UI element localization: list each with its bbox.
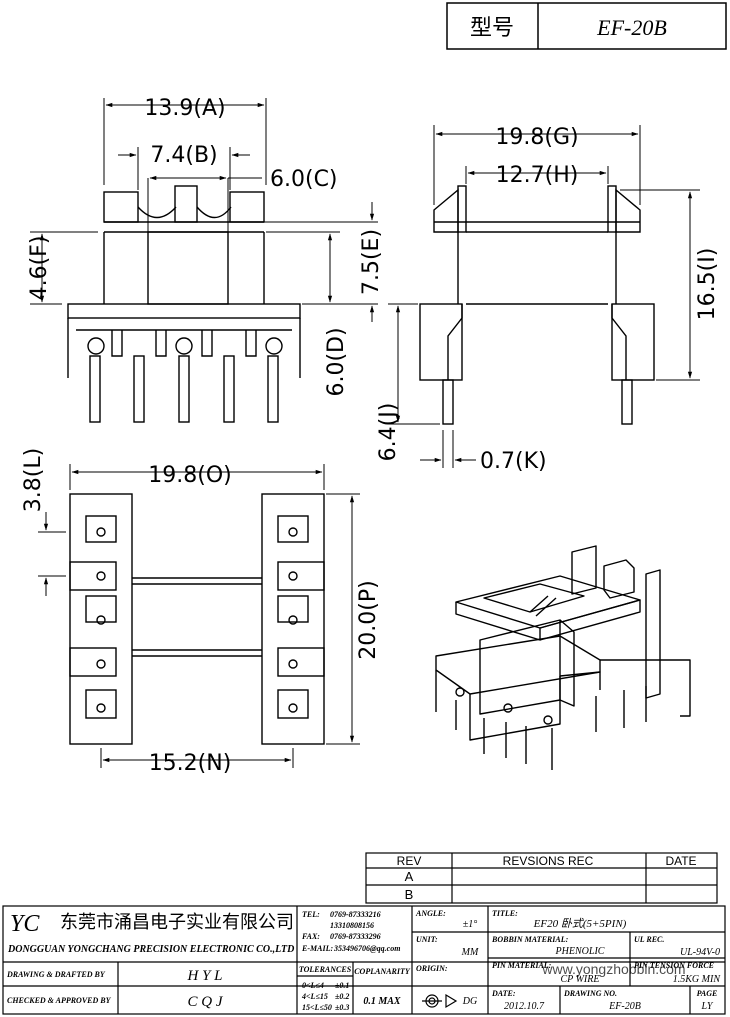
rev-col-rec: REVSIONS REC xyxy=(503,854,594,868)
dim-O: 19.8(O) xyxy=(148,463,231,488)
dim-F: 4.6(F) xyxy=(27,236,52,301)
bobbin-value: PHENOLIC xyxy=(555,946,605,957)
side-view xyxy=(419,185,655,425)
date-value: 2012.10.7 xyxy=(504,1001,545,1012)
bobbin-label: BOBBIN MATERIAL: xyxy=(491,935,569,944)
tension-value: 1.5KG MIN xyxy=(673,974,722,985)
company-name-en: DONGGUAN YONGCHANG PRECISION ELECTRONIC … xyxy=(7,944,294,955)
drawing-label: DRAWING & DRAFTED BY xyxy=(6,970,106,979)
tol-range-1: 0<L≤4 xyxy=(302,981,324,990)
revision-table xyxy=(365,852,718,904)
page-label: PAGE xyxy=(697,989,718,998)
angle-label: ANGLE: xyxy=(415,909,446,918)
dim-B: 7.4(B) xyxy=(150,143,217,168)
bottom-view xyxy=(69,493,325,745)
dim-P: 20.0(P) xyxy=(356,580,381,659)
dim-J: 6.4(J) xyxy=(376,403,401,462)
origin-label: ORIGIN: xyxy=(416,964,448,973)
rev-row-a: A xyxy=(405,869,414,884)
drawing-no-value: EF-20B xyxy=(608,1001,641,1012)
company-name-cn: 东莞市涌昌电子实业有限公司 xyxy=(60,912,294,933)
drawing-value: H Y L xyxy=(186,968,222,984)
pin-material-value: CP WIRE xyxy=(561,974,600,985)
title-label: TITLE: xyxy=(492,909,518,918)
dim-D: 6.0(D) xyxy=(324,327,349,396)
company-logo: YC xyxy=(10,911,40,937)
tolerances-label: TOLERANCES xyxy=(299,965,352,974)
rev-col-date: DATE xyxy=(665,854,696,868)
ulrec-value: UL-94V-0 xyxy=(680,947,720,958)
ulrec-label: UL REC. xyxy=(634,935,664,944)
fax-value: 0769-87333296 xyxy=(330,932,381,941)
unit-value: MM xyxy=(461,947,479,958)
tension-label: PIN TENSION FORCE xyxy=(634,961,714,970)
model-header: 型号 EF-20B xyxy=(446,2,727,50)
dim-K: 0.7(K) xyxy=(480,449,547,474)
angle-value: ±1° xyxy=(463,919,478,930)
checked-label: CHECKED & APPROVED BY xyxy=(7,996,112,1005)
page-value: LY xyxy=(701,1001,714,1012)
tol-range-3: 15<L≤50 xyxy=(302,1003,332,1012)
rev-row-b: B xyxy=(405,887,414,902)
title-block-grid xyxy=(2,905,726,1015)
title-value: EF20 卧式(5+5PIN) xyxy=(533,917,627,930)
model-value: EF-20B xyxy=(596,15,667,40)
email-label: E-MAIL: xyxy=(301,944,333,953)
tel-1: 0769-87333216 xyxy=(330,910,381,919)
fax-label: FAX: xyxy=(301,932,320,941)
email-value: 353496706@qq.com xyxy=(333,944,400,953)
dim-E: 7.5(E) xyxy=(359,229,384,295)
model-label: 型号 xyxy=(470,16,514,41)
rev-col-rev: REV xyxy=(397,854,422,868)
front-view-dimensions xyxy=(30,98,378,322)
dim-H: 12.7(H) xyxy=(496,163,579,188)
drawing-no-label: DRAWING NO. xyxy=(563,989,617,998)
dim-L: 3.8(L) xyxy=(21,448,46,512)
tel-2: 13310808156 xyxy=(330,921,374,930)
origin-value: DG xyxy=(462,996,477,1007)
date-label: DATE: xyxy=(491,989,516,998)
coplanarity-value: 0.1 MAX xyxy=(363,996,401,1007)
coplanarity-label: COPLANARITY xyxy=(354,967,411,976)
isometric-view xyxy=(435,545,691,770)
side-view-dimensions xyxy=(388,125,700,468)
pin-material-label: PIN MATERIAL: xyxy=(492,961,552,970)
bottom-view-dimensions xyxy=(38,464,360,768)
tol-range-2: 4<L≤15 xyxy=(301,992,328,1001)
dim-A: 13.9(A) xyxy=(144,96,225,121)
tol-value-2: ±0.2 xyxy=(335,992,349,1001)
front-view xyxy=(67,185,301,423)
dim-I: 16.5(I) xyxy=(695,248,720,321)
watermark: www.yongzhobbin.com xyxy=(541,961,685,977)
dim-C: 6.0(C) xyxy=(270,167,338,192)
unit-label: UNIT: xyxy=(416,935,438,944)
dim-N: 15.2(N) xyxy=(149,751,232,776)
tol-value-3: ±0.3 xyxy=(335,1003,349,1012)
dim-G: 19.8(G) xyxy=(495,125,578,150)
tel-label: TEL: xyxy=(302,910,320,919)
checked-value: C Q J xyxy=(188,994,224,1010)
tol-value-1: ±0.1 xyxy=(335,981,349,990)
